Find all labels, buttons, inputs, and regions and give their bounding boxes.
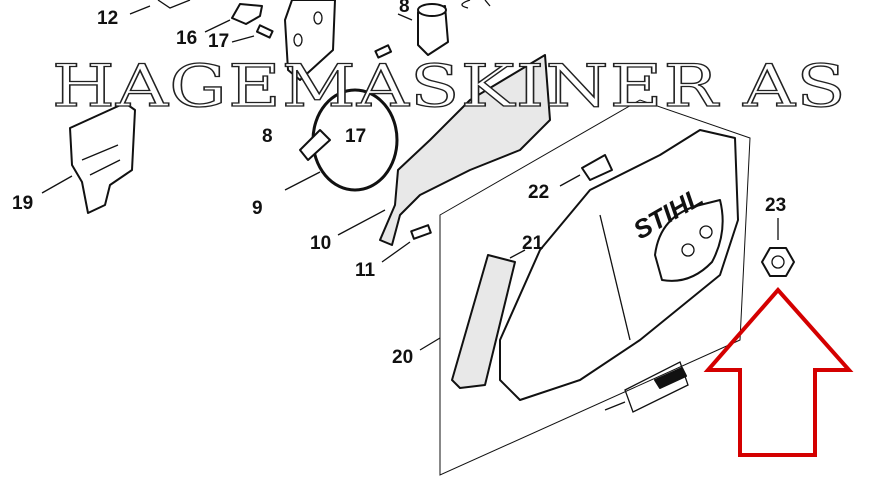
nut-hole: [771, 255, 785, 269]
callout-21: 21: [522, 233, 544, 254]
callout-16: 16: [176, 28, 197, 49]
decal-snowflake: [604, 361, 689, 413]
part-23-nut: [761, 247, 795, 277]
callout-20: 20: [392, 347, 413, 368]
brake-band-tab: [299, 129, 331, 161]
callout-19: 19: [12, 193, 33, 214]
callout-12: 12: [97, 8, 118, 29]
leader-11: [381, 241, 411, 263]
guide-plate: [284, 0, 336, 81]
callout-23: 23: [765, 195, 786, 216]
part-21-insert: [451, 254, 516, 389]
callout-17-hidden: 17: [345, 126, 366, 147]
part-17-screw: [255, 24, 274, 39]
callout-9: 9: [252, 198, 263, 219]
plate-hole: [313, 11, 323, 25]
cover-recess: [654, 199, 724, 282]
part-20-sprocket-cover: [499, 129, 739, 401]
decal-bar: [654, 367, 687, 389]
part-19-markings: [81, 144, 121, 176]
part-10-chain-guide: [379, 54, 551, 246]
screw: [374, 44, 393, 59]
leader-8: [397, 13, 413, 21]
callout-10: 10: [310, 233, 331, 254]
cover-hole: [699, 225, 713, 239]
leader-17: [231, 35, 255, 43]
part-19-plate: [69, 102, 136, 214]
leader-20: [419, 337, 441, 351]
leader-9: [284, 171, 321, 191]
part-11-screw: [410, 224, 432, 240]
leader-21: [509, 249, 526, 259]
part-16-bracket: [231, 3, 263, 25]
highlight-arrow: [703, 286, 854, 457]
leader-10: [337, 209, 386, 236]
cover-hole: [681, 243, 695, 257]
leader-16: [204, 19, 231, 33]
cover-edge: [599, 214, 631, 341]
plate-hole: [293, 33, 303, 47]
leader-22: [559, 174, 581, 187]
part-12-outline: [129, 0, 191, 15]
sleeve-top: [417, 3, 447, 17]
leader-19: [41, 175, 73, 194]
spring-hint: [461, 0, 491, 9]
callout-22: 22: [528, 182, 549, 203]
callout-17: 17: [208, 31, 229, 52]
callout-8: 8: [399, 0, 410, 17]
part-22-cap: [581, 154, 613, 181]
callout-8-hidden: 8: [262, 126, 273, 147]
callout-11: 11: [355, 260, 376, 281]
watermark: HAGEMASKINER AS: [52, 52, 847, 120]
assembly-frame: [439, 99, 751, 476]
